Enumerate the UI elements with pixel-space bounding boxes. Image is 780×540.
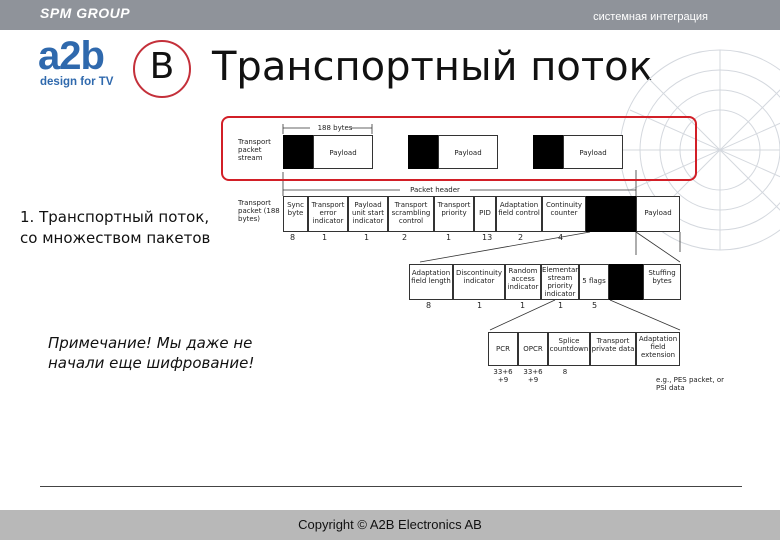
- section-letter: B: [149, 46, 175, 87]
- bits-label: 8: [562, 368, 568, 376]
- bits-label: 2: [402, 233, 408, 242]
- copyright-text: Copyright © A2B Electronics AB: [298, 517, 482, 532]
- payload-cell: Payload: [563, 135, 623, 169]
- transport-stream-diagram: 188 bytes Transport packet stream Payloa…: [238, 124, 725, 392]
- packet-label: Transport packet (188 bytes): [238, 199, 280, 223]
- row3-cell: 5 flags: [579, 264, 609, 300]
- row4-cell: PCR: [488, 332, 518, 366]
- bits-label: 1: [558, 301, 564, 310]
- bytes-label: 188 bytes: [317, 124, 353, 132]
- footer-rule: [40, 486, 742, 487]
- row2-cell: Payload unit start indicator: [348, 196, 388, 232]
- bits-label: 4: [558, 233, 564, 242]
- packet-header-block: [533, 135, 563, 169]
- bits-label: 1: [322, 233, 328, 242]
- row4-cell: Splice countdown: [548, 332, 590, 366]
- optional-fields-block: [609, 264, 643, 300]
- slide-title: Транспортный поток: [212, 44, 653, 90]
- bits-label: 1: [364, 233, 370, 242]
- list-item-1: 1. Транспортный поток, со множеством пак…: [20, 208, 211, 247]
- a2b-logo-subtitle: design for TV: [40, 76, 114, 88]
- highlight-box: [221, 116, 697, 181]
- packet-header-block: [283, 135, 313, 169]
- packet-header-label: Packet header: [405, 186, 465, 194]
- row4-cell: Transport private data: [590, 332, 636, 366]
- payload-cell: Payload: [438, 135, 498, 169]
- decorative-dial-graphic: [619, 49, 780, 251]
- stream-label: Transport packet stream: [238, 138, 271, 162]
- row4-cell: OPCR: [518, 332, 548, 366]
- bits-label: 5: [592, 301, 598, 310]
- payload-cell: Payload: [313, 135, 373, 169]
- payload-note: e.g., PES packet, or PSI data: [656, 376, 725, 392]
- row2-cell: Transport scrambling control: [388, 196, 434, 232]
- bits-label: 1: [446, 233, 452, 242]
- adaptation-field-block: [586, 196, 636, 232]
- bits-label: 2: [518, 233, 524, 242]
- row2-cell: Sync byte: [283, 196, 308, 232]
- row2-cell: Transport error indicator: [308, 196, 348, 232]
- note-text: Примечание! Мы даже не начали еще шифров…: [48, 334, 255, 372]
- bits-label: 1: [520, 301, 526, 310]
- company-tagline: системная интеграция: [593, 11, 708, 23]
- row2-cell: Payload: [636, 196, 680, 232]
- bits-label: 8: [426, 301, 432, 310]
- bits-label: 1: [477, 301, 483, 310]
- row3-cell: Random access indicator: [505, 264, 541, 300]
- company-logo-text: SPM GROUP: [40, 5, 131, 21]
- bits-label: 33+6 +9: [493, 368, 513, 384]
- bits-label: 33+6 +9: [523, 368, 543, 384]
- row2-cell: Transport priority: [434, 196, 474, 232]
- row3-cell: Discontinuity indicator: [453, 264, 505, 300]
- bits-label: 8: [290, 233, 296, 242]
- a2b-logo: a2b: [38, 34, 105, 78]
- row2-cell: Continuity counter: [542, 196, 586, 232]
- section-circle: [133, 40, 191, 98]
- row3-cell: Elementary stream priority indicator: [541, 264, 583, 300]
- bits-label: 13: [482, 233, 493, 242]
- top-banner: [0, 0, 780, 30]
- row3-cell: Adaptation field length: [409, 264, 453, 300]
- row4-cell: Adaptation field extension: [636, 332, 680, 366]
- footer-band: [0, 510, 780, 540]
- diagram-lines: [282, 124, 681, 331]
- packet-header-block: [408, 135, 438, 169]
- row2-cell: Adaptation field control: [496, 196, 542, 232]
- row2-cell: PID: [474, 196, 496, 232]
- row3-cell: Stuffing bytes: [643, 264, 681, 300]
